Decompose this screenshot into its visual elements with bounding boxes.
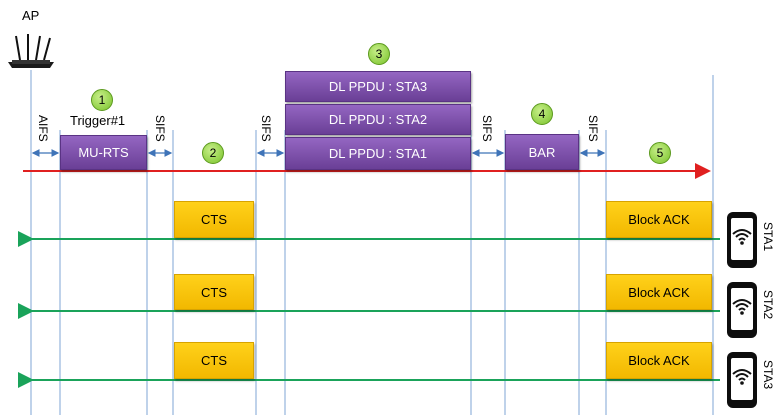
aifs-label: AIFS [36,115,50,142]
sifs-label-1: SIFS [153,115,167,142]
station-label-sta3: STA3 [761,360,775,390]
station-label-sta1: STA1 [761,222,775,252]
block-ack-frame-sta1: Block ACK [606,201,712,238]
smartphone-wifi-icon [727,212,757,268]
step-badge-3: 3 [368,43,390,65]
station-label-sta2: STA2 [761,290,775,320]
router-icon [8,34,54,68]
block-ack-frame-sta2: Block ACK [606,274,712,310]
smartphone-wifi-icon [727,352,757,408]
step-badge-5: 5 [649,142,671,164]
cts-frame-sta3: CTS [174,342,254,379]
dl-ppdu-sta1-frame: DL PPDU : STA1 [285,137,471,170]
mu-rts-frame: MU-RTS [60,135,147,170]
sifs-label-4: SIFS [586,115,600,142]
trigger-label: Trigger#1 [70,113,126,128]
step-badge-2: 2 [202,142,224,164]
dl-ppdu-sta2-frame: DL PPDU : STA2 [285,104,471,135]
ap-label: AP [22,8,40,23]
step-badge-4: 4 [531,103,553,125]
dl-ppdu-sta3-frame: DL PPDU : STA3 [285,71,471,102]
smartphone-wifi-icon [727,282,757,338]
sifs-label-2: SIFS [259,115,273,142]
block-ack-frame-sta3: Block ACK [606,342,712,379]
bar-frame: BAR [505,134,579,170]
step-badge-1: 1 [91,89,113,111]
cts-frame-sta1: CTS [174,201,254,238]
cts-frame-sta2: CTS [174,274,254,310]
sifs-label-3: SIFS [480,115,494,142]
